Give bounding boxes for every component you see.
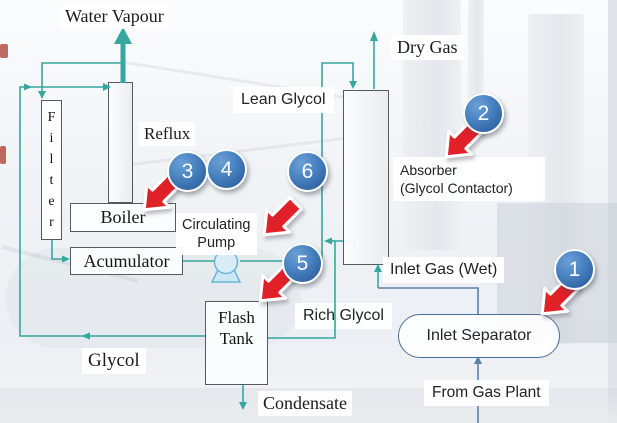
still-column-vessel bbox=[108, 82, 133, 203]
filter-letter: e bbox=[48, 194, 55, 209]
step-marker-5: 5 bbox=[282, 243, 323, 284]
lean-glycol-label: Lean Glycol bbox=[233, 87, 334, 113]
inlet-gas-line bbox=[378, 287, 479, 316]
inlet-separator-vessel: Inlet Separator bbox=[398, 314, 560, 358]
step-marker-4-number: 4 bbox=[220, 157, 233, 181]
step-marker-6: 6 bbox=[287, 151, 328, 192]
acumulator-vessel: Acumulator bbox=[70, 247, 183, 275]
glycol-label: Glycol bbox=[82, 348, 146, 374]
inlet-gas-wet-label: Inlet Gas (Wet) bbox=[383, 257, 505, 283]
flash-tank-label: Flash Tank bbox=[206, 302, 267, 349]
acumulator-label: Acumulator bbox=[83, 250, 170, 271]
circulating-pump-line1: Circulating bbox=[182, 217, 251, 233]
circulating-pump-line2: Pump bbox=[197, 235, 236, 251]
step-marker-6-number: 6 bbox=[301, 159, 314, 183]
step-marker-1-number: 1 bbox=[568, 257, 581, 281]
rich-glycol-line bbox=[268, 240, 343, 339]
absorber-vessel bbox=[343, 90, 389, 265]
arrowhead-up-icon bbox=[370, 31, 378, 41]
step-marker-4: 4 bbox=[206, 149, 247, 190]
filter-vessel: F i l t e r bbox=[41, 100, 62, 240]
filter-label: F i l t e r bbox=[42, 101, 61, 239]
flash-tank-vessel: Flash Tank bbox=[205, 301, 268, 385]
step-marker-2-number: 2 bbox=[477, 101, 490, 125]
step-marker-2: 2 bbox=[463, 93, 504, 134]
arrowhead-down-icon bbox=[38, 91, 46, 99]
inlet-separator-label: Inlet Separator bbox=[426, 327, 532, 344]
rich-glycol-label: Rich Glycol bbox=[295, 303, 392, 329]
filter-letter: i bbox=[49, 131, 54, 146]
step-marker-3: 3 bbox=[167, 151, 208, 192]
reflux-label: Reflux bbox=[139, 122, 196, 146]
filter-letter: l bbox=[49, 152, 54, 167]
filter-letter: r bbox=[49, 215, 54, 230]
filter-letter: t bbox=[49, 173, 54, 188]
arrowhead-up-icon bbox=[474, 356, 482, 364]
flash-tank-line2: Tank bbox=[219, 329, 254, 348]
water-vapour-arrowhead bbox=[114, 27, 132, 44]
water-vapour-label: Water Vapour bbox=[60, 4, 169, 29]
step-marker-1: 1 bbox=[554, 249, 595, 290]
arrowhead-down-icon bbox=[349, 81, 357, 89]
filter-letter: F bbox=[47, 110, 56, 125]
flash-tank-line1: Flash bbox=[218, 308, 255, 327]
arrowhead-up-icon bbox=[374, 264, 382, 272]
red-arrow-6-icon bbox=[262, 195, 304, 237]
step-marker-5-number: 5 bbox=[296, 251, 309, 275]
arrowhead-right-icon bbox=[103, 83, 111, 91]
arrowhead-left-icon bbox=[324, 237, 332, 245]
reflux-line bbox=[41, 62, 121, 92]
arrowhead-right-icon bbox=[24, 83, 32, 91]
boiler-label: Boiler bbox=[100, 207, 146, 227]
step-marker-3-number: 3 bbox=[181, 159, 194, 183]
